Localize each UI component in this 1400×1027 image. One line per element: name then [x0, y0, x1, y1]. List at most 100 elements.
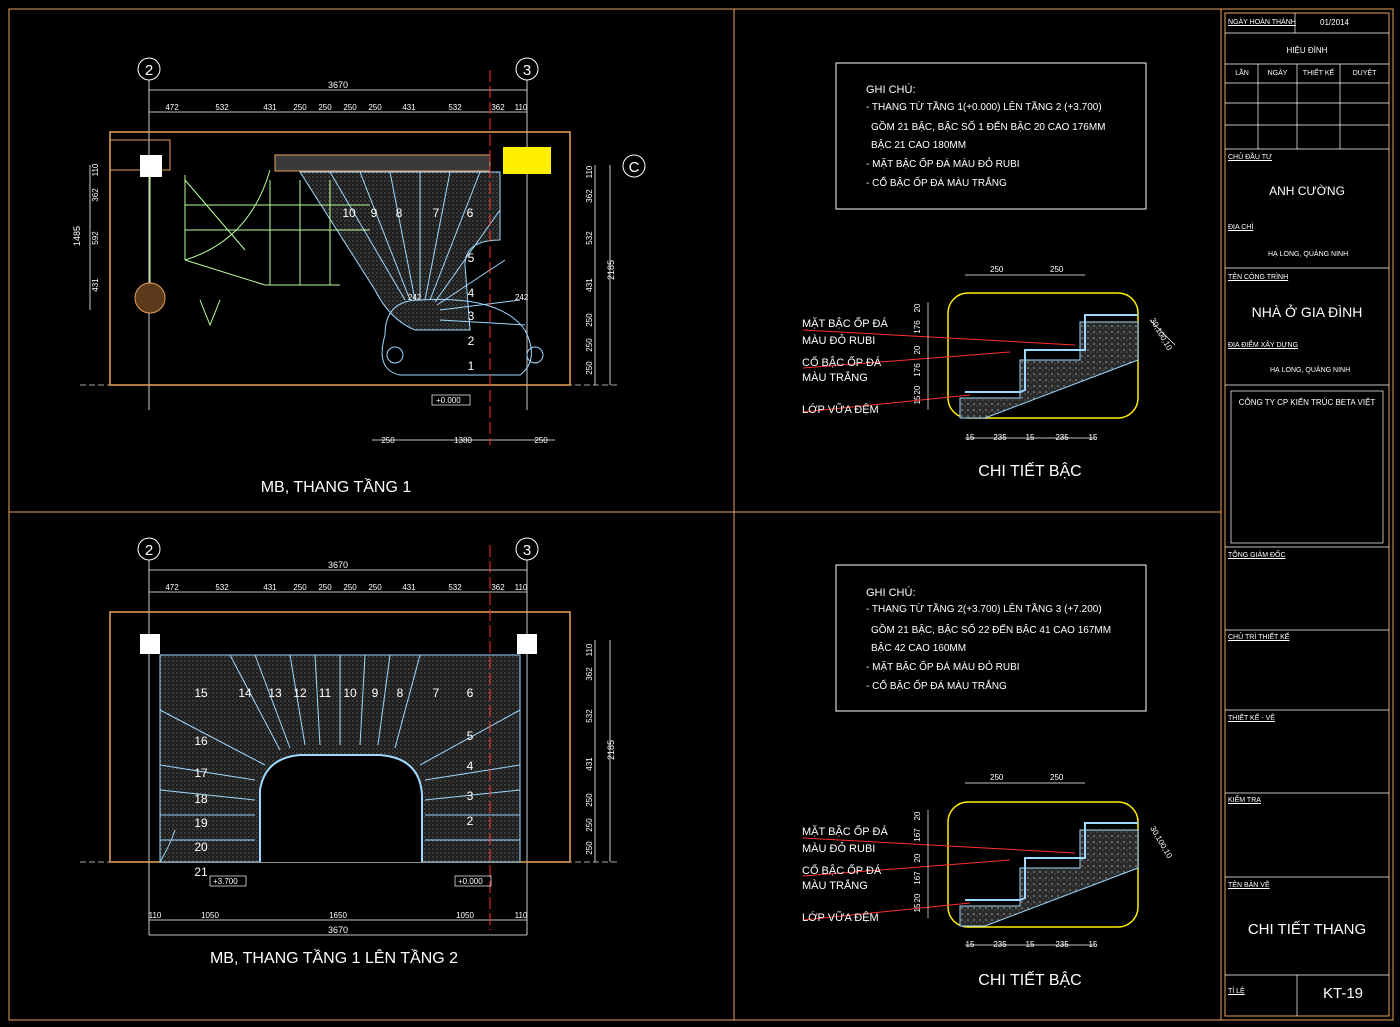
plan1-step-2: 9 [371, 206, 378, 220]
detail2-bottom-dim-3: 15 [1026, 940, 1035, 949]
tb-designer: THIẾT KẾ - VẼ [1228, 715, 1275, 722]
svg-text:- MẶT BẬC ỐP ĐÁ MÀU ĐỎ RUBI: - MẶT BẬC ỐP ĐÁ MÀU ĐỎ RUBI [866, 156, 1020, 170]
plan1-right-dim-2: 362 [585, 189, 594, 203]
plan1-step-6: 5 [468, 251, 475, 265]
tb-owner-label: CHỦ ĐẦU TƯ [1228, 154, 1272, 161]
detail2-left-dim-1: 20 [913, 811, 922, 820]
plan2-step-2: 14 [238, 686, 252, 700]
detail1-left-dim-6: 15 [913, 395, 922, 404]
svg-text:BẬC 21 CAO 180MM: BẬC 21 CAO 180MM [871, 138, 966, 151]
plan2-bottom-dim-1: 110 [149, 911, 162, 920]
detail1-bottom-dim-2: 235 [993, 433, 1007, 442]
plan2-top-dim-4: 250 [293, 583, 307, 592]
plan2-right-dim-5: 250 [585, 793, 594, 807]
svg-text:- CỔ BẬC ỐP ĐÁ MÀU TRẮNG: - CỔ BẬC ỐP ĐÁ MÀU TRẮNG [866, 175, 1007, 189]
plan2-step-20: 21 [194, 865, 208, 879]
plan1-top-dim-3: 431 [263, 103, 277, 112]
plan1-top-dim-6: 250 [343, 103, 357, 112]
plan1-step-5: 6 [467, 206, 474, 220]
plan2-bottom-dim-3: 1650 [329, 911, 347, 920]
detail1-label-face-color: MÀU ĐỎ RUBI [802, 334, 875, 347]
tb-rev-col-2: NGÀY [1267, 70, 1288, 77]
plan1-top-dim-11: 110 [515, 103, 528, 112]
tb-chief: CHỦ TRÌ THIẾT KẾ [1228, 634, 1290, 641]
plan1-left-dim-3: 592 [91, 231, 100, 245]
detail2-bottom-dim-5: 15 [1089, 940, 1098, 949]
grid-bubble-c: C [622, 154, 646, 178]
detail2-left-dim-3: 20 [913, 853, 922, 862]
tb-address-label: ĐỊA CHỈ [1228, 224, 1254, 231]
plan2-step-11: 5 [467, 729, 474, 743]
svg-text:+0.000: +0.000 [458, 877, 483, 886]
plan2-right-dim-1: 110 [585, 643, 594, 656]
plan2-right-dim-2: 362 [585, 667, 594, 681]
detail1-title: CHI TIẾT BẬC [978, 461, 1081, 480]
svg-text:3: 3 [523, 542, 531, 559]
detail1-left-dim-3: 20 [913, 345, 922, 354]
plan1-total-dim: 3670 [328, 80, 348, 90]
sheet-frames [8, 8, 1394, 1021]
plan1-step-8: 3 [468, 309, 475, 323]
detail1-left-dim-2: 176 [913, 320, 922, 334]
detail1-slab-dim: 30,100,10 [1148, 317, 1174, 353]
plan2-top-dim-3: 431 [263, 583, 277, 592]
tb-date-label: NGÀY HOÀN THÀNH [1228, 19, 1296, 26]
plan2-right-total: 2185 [606, 740, 616, 760]
plan2-bottom-total: 3670 [328, 925, 348, 935]
plan2-bottom-dim-5: 110 [515, 911, 528, 920]
tb-site-label: ĐỊA ĐIỂM XÂY DỰNG [1228, 342, 1299, 349]
step-detail-1: MẶT BẬC ỐP ĐÁ MÀU ĐỎ RUBI CỔ BẬC ỐP ĐÁ M… [802, 265, 1176, 480]
plan1-top-dim-9: 532 [448, 103, 462, 112]
tb-rev-col-4: DUYỆT [1352, 70, 1377, 77]
svg-text:3: 3 [523, 62, 531, 79]
plan2-step-5: 11 [319, 686, 332, 700]
plan1-right-dim-7: 250 [585, 361, 594, 375]
plan1-top-dim-7: 250 [368, 103, 382, 112]
tb-director: TỔNG GIÁM ĐỐC [1228, 552, 1286, 559]
detail1-left-dim-1: 20 [913, 303, 922, 312]
plan2-level-right: +0.000 [454, 875, 492, 887]
tb-company: CÔNG TY CP KIẾN TRÚC BETA VIỆT [1238, 398, 1376, 407]
detail2-label-riser: CỔ BẬC ỐP ĐÁ [802, 863, 882, 877]
plan2-step-13: 3 [467, 789, 474, 803]
plan2-right-dim-3: 532 [585, 709, 594, 723]
plan2-top-dim-8: 431 [402, 583, 416, 592]
plan2-step-16: 17 [194, 766, 208, 780]
plan2-step-9: 7 [433, 686, 440, 700]
plan2-step-18: 19 [194, 816, 208, 830]
plan1-step-9: 2 [468, 334, 475, 348]
detail1-label-riser-color: MÀU TRẮNG [802, 371, 868, 384]
plan2-step-10: 6 [467, 686, 474, 700]
plan1-right-dim-5: 250 [585, 313, 594, 327]
plan2-step-8: 8 [397, 686, 404, 700]
tb-project: NHÀ Ở GIA ĐÌNH [1251, 304, 1363, 320]
plan1-left-dim-2: 362 [91, 188, 100, 202]
detail2-left-dim-5: 20 [913, 893, 922, 902]
plan1-level-tag: +0.000 [431, 394, 471, 406]
plan2-level-left: +3.700 [209, 875, 247, 887]
detail1-bottom-dim-1: 15 [966, 433, 975, 442]
detail2-slab-dim: 30,100,10 [1148, 825, 1174, 861]
tb-address: HẠ LONG, QUẢNG NINH [1268, 251, 1349, 258]
plan2-top-dim-11: 110 [515, 583, 528, 592]
plan1-right-dim-3: 532 [585, 231, 594, 245]
plan2-top-dim-7: 250 [368, 583, 382, 592]
plan2-step-7: 9 [372, 686, 379, 700]
grid-bubble-2: 2 [137, 57, 161, 81]
grid-bubble-2b: 2 [137, 537, 161, 561]
plan2-step-6: 10 [343, 686, 357, 700]
detail1-left-dim-4: 176 [913, 363, 922, 377]
tb-sheet-no: KT-19 [1322, 985, 1364, 1002]
svg-text:2: 2 [145, 62, 153, 79]
plan1-left-dim-4: 431 [91, 278, 100, 292]
note-2: GHI CHÚ: - THANG TỪ TẦNG 2(+3.700) LÊN T… [835, 564, 1147, 712]
detail1-label-face: MẶT BẬC ỐP ĐÁ [802, 316, 888, 330]
plan1-right-dim-4: 431 [585, 278, 594, 292]
